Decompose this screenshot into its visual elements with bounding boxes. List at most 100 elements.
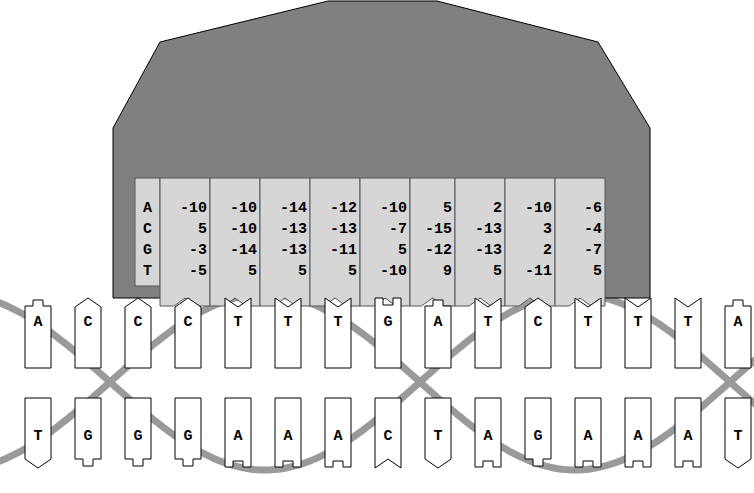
base-block: A xyxy=(225,398,251,468)
base-shape xyxy=(375,398,401,468)
dna-backbone xyxy=(0,294,754,470)
base-outline xyxy=(725,298,751,368)
base-block: T xyxy=(625,298,651,368)
base-letter: C xyxy=(525,314,551,332)
base-block: A xyxy=(725,298,751,368)
matrix-value: 9 xyxy=(443,263,452,281)
base-block: A xyxy=(275,398,301,468)
base-outline xyxy=(325,298,351,368)
base-outline xyxy=(25,298,51,368)
base-shape xyxy=(125,398,151,466)
matrix-value: 5 xyxy=(198,221,207,239)
base-shape xyxy=(525,298,551,368)
matrix-value: 2 xyxy=(543,242,552,260)
base-letter: A xyxy=(225,428,251,446)
base-shape xyxy=(725,398,751,468)
matrix-column xyxy=(360,178,410,306)
matrix-column xyxy=(410,178,455,306)
base-block: G xyxy=(175,398,201,468)
base-shape xyxy=(525,398,551,466)
base-letter: T xyxy=(575,314,601,332)
base-shape xyxy=(225,298,251,368)
matrix-value: 5 xyxy=(398,242,407,260)
base-letter: T xyxy=(425,428,451,446)
base-block: A xyxy=(675,398,701,468)
matrix-value: 2 xyxy=(493,200,502,218)
base-shape xyxy=(575,398,601,467)
base-letter: T xyxy=(225,314,251,332)
matrix-value: -10 xyxy=(180,200,207,218)
matrix-value: -6 xyxy=(584,200,602,218)
base-shape xyxy=(75,298,101,368)
base-outline xyxy=(175,298,201,368)
base-block: G xyxy=(525,398,551,468)
matrix-value: -14 xyxy=(230,242,257,260)
base-block: T xyxy=(275,298,301,368)
base-shape xyxy=(675,398,701,467)
base-block: T xyxy=(675,298,701,368)
matrix-value: 3 xyxy=(543,221,552,239)
base-shape xyxy=(275,298,301,368)
matrix-value: -13 xyxy=(330,221,357,239)
base-outline xyxy=(675,298,701,368)
base-shape xyxy=(725,300,751,368)
base-block: G xyxy=(375,298,401,368)
base-letter: C xyxy=(375,428,401,446)
base-shape xyxy=(25,398,51,468)
base-letter: T xyxy=(143,263,152,281)
base-shape xyxy=(475,398,501,467)
base-shape xyxy=(625,398,651,467)
base-letter: A xyxy=(425,314,451,332)
base-shape xyxy=(575,298,601,368)
matrix-value: -10 xyxy=(230,221,257,239)
matrix-value: -12 xyxy=(330,200,357,218)
base-block: A xyxy=(425,298,451,368)
base-outline xyxy=(575,298,601,368)
base-shape xyxy=(425,300,451,368)
matrix-value: -10 xyxy=(525,200,552,218)
matrix-column xyxy=(310,178,360,306)
matrix-value: -3 xyxy=(189,242,207,260)
base-letter: C xyxy=(75,314,101,332)
matrix-value: -15 xyxy=(425,221,452,239)
base-shape xyxy=(25,300,51,368)
matrix-value: -10 xyxy=(380,200,407,218)
base-block: C xyxy=(525,298,551,368)
base-block: C xyxy=(375,398,401,468)
base-shape xyxy=(175,298,201,368)
base-letter: T xyxy=(325,314,351,332)
base-block: T xyxy=(575,298,601,368)
base-outline xyxy=(125,298,151,368)
matrix-value: -10 xyxy=(230,200,257,218)
base-block: A xyxy=(475,398,501,468)
base-block: T xyxy=(475,298,501,368)
base-shape xyxy=(675,298,701,368)
base-block: G xyxy=(75,398,101,468)
base-shape xyxy=(325,298,351,368)
base-outline xyxy=(625,298,651,368)
matrix-value: 5 xyxy=(443,200,452,218)
base-letter: C xyxy=(175,314,201,332)
base-letter: G xyxy=(143,242,152,260)
base-block: T xyxy=(325,298,351,368)
matrix-value: -13 xyxy=(280,221,307,239)
base-letter: A xyxy=(575,428,601,446)
base-letter: T xyxy=(675,314,701,332)
base-letter: A xyxy=(25,314,51,332)
matrix-column xyxy=(260,178,310,306)
dna-backbone xyxy=(0,294,754,470)
matrix-value: -11 xyxy=(330,242,357,260)
base-block: C xyxy=(75,298,101,368)
base-letter: C xyxy=(143,221,152,239)
matrix-value: -13 xyxy=(475,242,502,260)
base-letter: T xyxy=(725,428,751,446)
base-letter: A xyxy=(143,200,152,218)
matrix-column xyxy=(160,178,210,306)
base-shape xyxy=(325,398,351,467)
base-block: A xyxy=(25,298,51,368)
base-letter: T xyxy=(275,314,301,332)
base-letter: T xyxy=(475,314,501,332)
base-block: T xyxy=(225,298,251,368)
base-block: A xyxy=(575,398,601,468)
matrix-column xyxy=(210,178,260,306)
